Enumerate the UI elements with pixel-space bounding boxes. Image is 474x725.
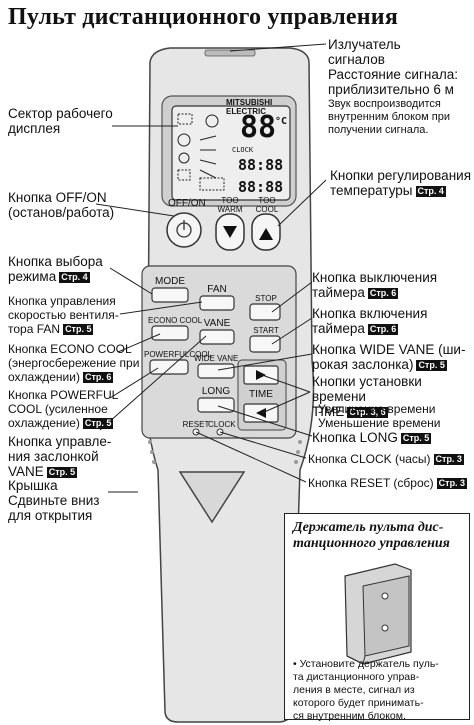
time-label: TIME [249, 389, 273, 400]
stop-button [249, 303, 281, 321]
lcd-mode-icons [177, 113, 225, 191]
page-title: Пульт дистанционного управления [8, 4, 399, 30]
econo-cool-label: ECONO COOL [148, 316, 203, 325]
lcd-time-2: 88:88 [238, 178, 284, 196]
holder-title: Держатель пульта дис- танционного управл… [293, 520, 450, 551]
powerful-callout: Кнопка POWERFUL COOL (усиленное охлажден… [8, 388, 119, 430]
cover-slide-arrow [178, 471, 246, 524]
fan-label: FAN [207, 284, 227, 295]
time-down-callout: Уменьшение времени [318, 416, 441, 430]
lcd-panel [171, 105, 291, 201]
wide-vane-button [197, 363, 235, 379]
vane-label: VANE [203, 318, 231, 329]
long-label: LONG [201, 386, 231, 397]
offon-label: OFF/ON [168, 198, 206, 209]
holder-illustration [344, 563, 412, 665]
stop-label: STOP [255, 294, 277, 303]
mode-button [151, 287, 189, 303]
powerful-button [149, 359, 189, 375]
lcd-clock-label: CLOCK [232, 146, 254, 154]
callout-lines [95, 43, 327, 493]
display-callout: Сектор рабочего дисплея [8, 106, 113, 136]
holder-box: Держатель пульта дис- танционного управл… [284, 513, 470, 722]
cover-callout: Крышка Сдвиньте вниз для открытия [8, 478, 100, 523]
offon-callout: Кнопка OFF/ON (останов/работа) [8, 190, 115, 220]
lcd-temp-unit: °C [275, 116, 288, 127]
econo-button [151, 325, 189, 341]
wide-vane-label: WIDE VANE [194, 354, 239, 363]
lcd-time-1: 88:88 [238, 156, 284, 174]
start-label: START [253, 326, 279, 335]
fan-callout: Кнопка управления скоростью вентиля- тор… [8, 294, 119, 336]
econo-callout: Кнопка ECONO COOL (энергосбережение при … [8, 342, 140, 384]
emitter-note: Звук воспроизводится внутренним блоком п… [328, 98, 450, 136]
fan-button [199, 295, 235, 311]
powerful-cool-label: POWERFULCOOL [144, 350, 213, 359]
too-warm-label: TOO WARM [217, 196, 243, 214]
time-up-callout: Увеличение времени [318, 402, 436, 416]
emitter-callout: Излучатель сигналов Расстояние сигнала: … [328, 37, 458, 97]
vane-button [199, 329, 235, 345]
start-button [249, 335, 281, 353]
wide-vane-callout: Кнопка WIDE VANE (ши- рокая заслонка)Стр… [312, 342, 466, 372]
lcd-temperature: 88 [240, 110, 277, 145]
brand-logo-text: MITSUBISHI ELECTRIC [226, 98, 273, 116]
clock-callout: Кнопка CLOCK (часы)Стр. 3 [308, 452, 464, 466]
signal-emitter [204, 49, 256, 57]
too-cool-label: TOO COOL [255, 196, 279, 214]
holder-note: • Установите держатель пуль- та дистанци… [293, 658, 439, 722]
reset-label: RESET [182, 420, 210, 429]
clock-label: CLOCK [208, 420, 236, 429]
reset-callout: Кнопка RESET (сброс)Стр. 3 [308, 476, 468, 490]
mode-label: MODE [155, 276, 185, 287]
